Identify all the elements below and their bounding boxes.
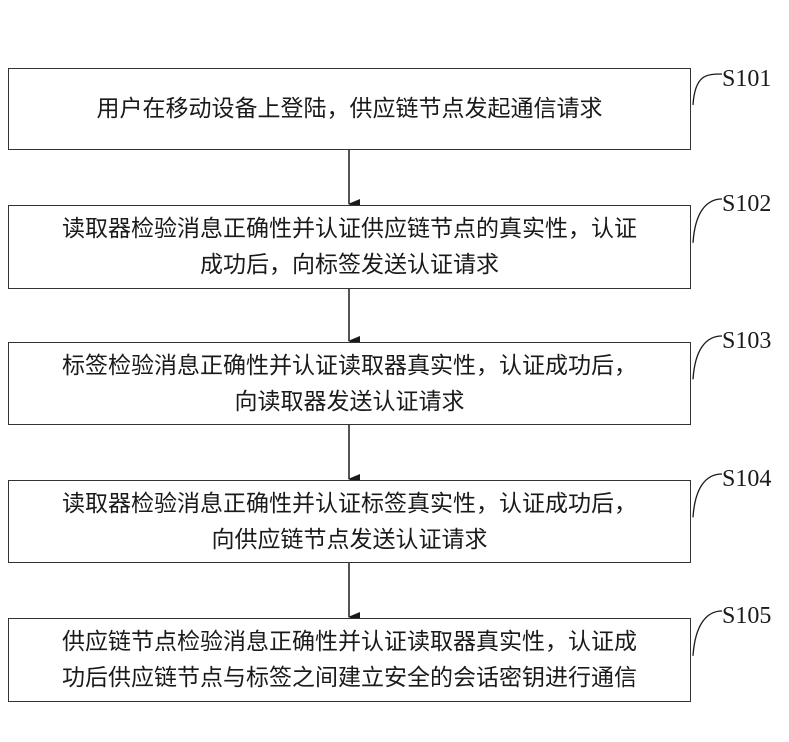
step-box-s103: 标签检验消息正确性并认证读取器真实性，认证成功后，向读取器发送认证请求 — [8, 342, 691, 425]
leader-line-s104 — [692, 473, 723, 518]
step-text: 用户在移动设备上登陆，供应链节点发起通信请求 — [96, 96, 603, 122]
step-label-s103: S103 — [722, 328, 772, 354]
leader-line-s102 — [692, 198, 723, 243]
leader-line-s105 — [692, 610, 723, 656]
step-label-s105: S105 — [722, 603, 772, 629]
step-text: 读取器检验消息正确性并认证标签真实性，认证成功后，向供应链节点发送认证请求 — [62, 490, 637, 553]
leader-line-s103 — [692, 335, 723, 380]
step-text: 供应链节点检验消息正确性并认证读取器真实性，认证成功后供应链节点与标签之间建立安… — [62, 629, 637, 691]
step-label-s101: S101 — [722, 66, 772, 92]
step-text: 读取器检验消息正确性并认证供应链节点的真实性，认证成功后，向标签发送认证请求 — [62, 216, 637, 278]
step-box-s102: 读取器检验消息正确性并认证供应链节点的真实性，认证成功后，向标签发送认证请求 — [8, 205, 691, 289]
step-box-s104: 读取器检验消息正确性并认证标签真实性，认证成功后，向供应链节点发送认证请求 — [8, 480, 691, 563]
step-text: 标签检验消息正确性并认证读取器真实性，认证成功后，向读取器发送认证请求 — [62, 352, 637, 415]
step-box-s101: 用户在移动设备上登陆，供应链节点发起通信请求 — [8, 68, 691, 150]
step-box-s105: 供应链节点检验消息正确性并认证读取器真实性，认证成功后供应链节点与标签之间建立安… — [8, 618, 691, 702]
step-label-s104: S104 — [722, 466, 772, 492]
leader-line-s101 — [692, 73, 723, 105]
step-label-s102: S102 — [722, 191, 772, 217]
